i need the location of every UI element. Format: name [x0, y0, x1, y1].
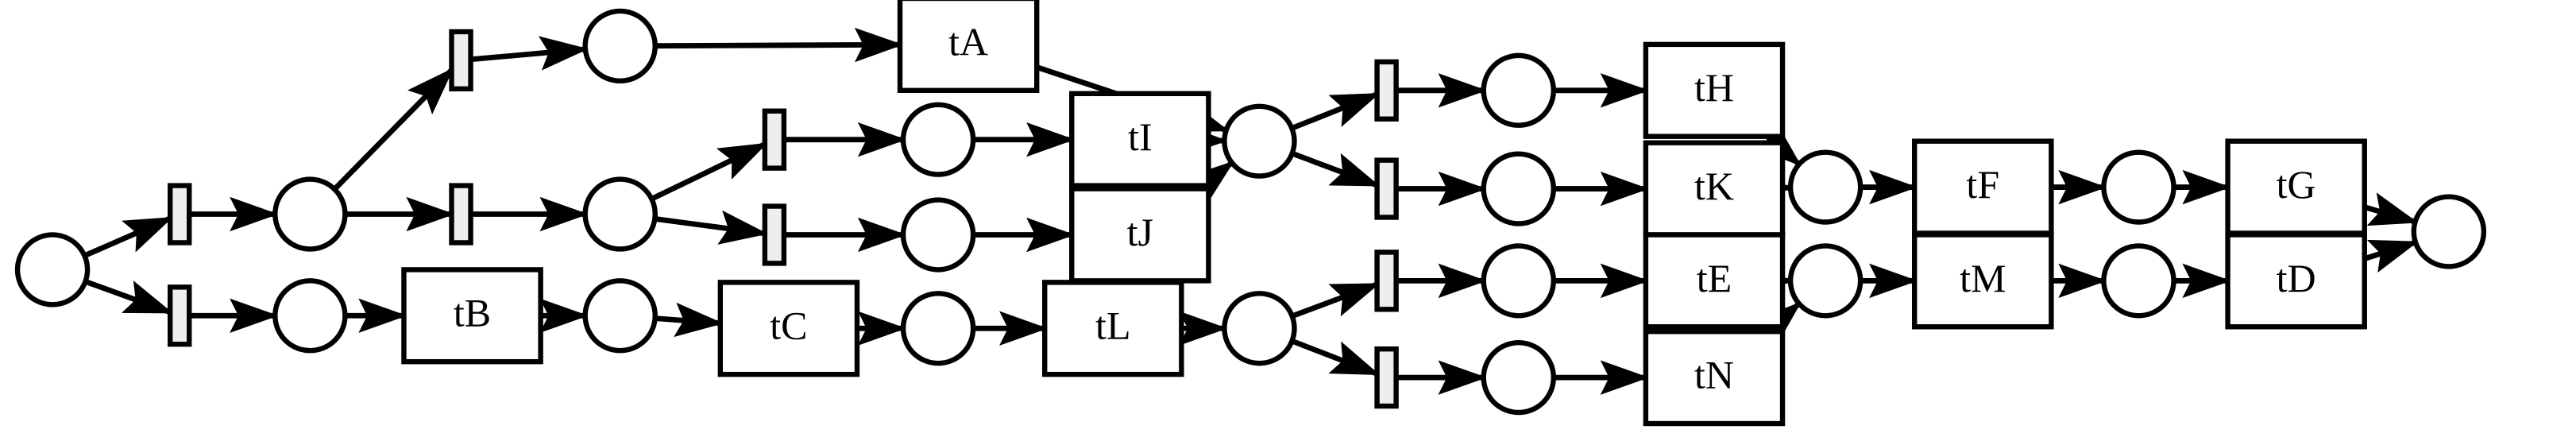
transition-tG[interactable] [2225, 138, 2367, 236]
silent-transition-t_s10[interactable] [1374, 346, 1399, 409]
silent-transition-t_s7[interactable] [1374, 59, 1399, 122]
arc-p_join_u-to-t_s7 [1291, 91, 1381, 131]
transition-tH[interactable] [1643, 41, 1786, 139]
transition-tA[interactable] [897, 0, 1040, 93]
transition-tL[interactable] [1042, 280, 1184, 377]
arc-p_u2-to-tA [655, 27, 904, 63]
place-p_u3[interactable] [582, 176, 658, 252]
transition-tB[interactable] [401, 267, 543, 365]
arc-p_join_u-to-t_s8 [1291, 150, 1381, 188]
arc-p_u3-to-t_s5 [650, 141, 768, 202]
place-p_u2[interactable] [582, 8, 658, 84]
arc-p_join_l-to-t_s9 [1291, 281, 1381, 319]
arc-t_s3-to-p_u2 [470, 36, 589, 71]
place-p_l2[interactable] [582, 278, 658, 354]
transition-tC[interactable] [717, 280, 860, 377]
place-p_f_in[interactable] [1787, 149, 1863, 225]
place-p_u1[interactable] [272, 176, 348, 252]
transition-tJ[interactable] [1069, 186, 1211, 284]
silent-transition-t_s6[interactable] [762, 203, 787, 266]
arc-p_start-to-t_s1 [83, 215, 173, 258]
transition-tE[interactable] [1643, 232, 1786, 330]
transition-tK[interactable] [1643, 140, 1786, 238]
silent-transition-t_s9[interactable] [1374, 250, 1399, 312]
silent-transition-t_s2[interactable] [167, 284, 192, 347]
silent-transition-t_s3[interactable] [449, 29, 473, 91]
arc-p_join_l-to-t_s10 [1291, 338, 1381, 377]
arc-tD-to-p_end [2363, 239, 2419, 273]
place-p_n[interactable] [1481, 340, 1557, 416]
place-p_f_out[interactable] [2101, 149, 2176, 225]
silent-transition-t_s5[interactable] [762, 108, 787, 171]
arc-p_u3-to-t_s6 [654, 210, 768, 245]
place-p_l1[interactable] [272, 278, 348, 354]
silent-transition-t_s1[interactable] [167, 183, 192, 246]
place-p_h[interactable] [1481, 52, 1557, 128]
arc-p_l2-to-tC [655, 302, 724, 338]
place-p_m_in[interactable] [1787, 243, 1863, 319]
place-p_l3[interactable] [900, 291, 976, 366]
transition-tF[interactable] [1912, 138, 2054, 236]
transition-tD[interactable] [2225, 232, 2367, 330]
place-p_start[interactable] [14, 232, 91, 308]
transition-tM[interactable] [1912, 232, 2054, 330]
arc-layer [83, 27, 2419, 395]
silent-transition-t_s4[interactable] [449, 183, 473, 246]
place-p_u4[interactable] [900, 102, 976, 177]
transition-tI[interactable] [1069, 91, 1211, 188]
arc-p_start-to-t_s2 [84, 279, 174, 315]
place-p_u5[interactable] [900, 197, 976, 273]
node-layer [14, 0, 2487, 427]
arc-p_u1-to-t_s3 [332, 68, 454, 191]
place-p_end[interactable] [2411, 194, 2487, 269]
arc-tG-to-p_end [2363, 192, 2419, 226]
transition-tN[interactable] [1643, 329, 1786, 427]
place-p_m_out[interactable] [2101, 243, 2176, 319]
place-p_join_u[interactable] [1222, 103, 1297, 179]
place-p_e[interactable] [1481, 243, 1557, 319]
place-p_k[interactable] [1481, 151, 1557, 226]
place-p_join_l[interactable] [1222, 291, 1297, 366]
silent-transition-t_s8[interactable] [1374, 157, 1399, 220]
